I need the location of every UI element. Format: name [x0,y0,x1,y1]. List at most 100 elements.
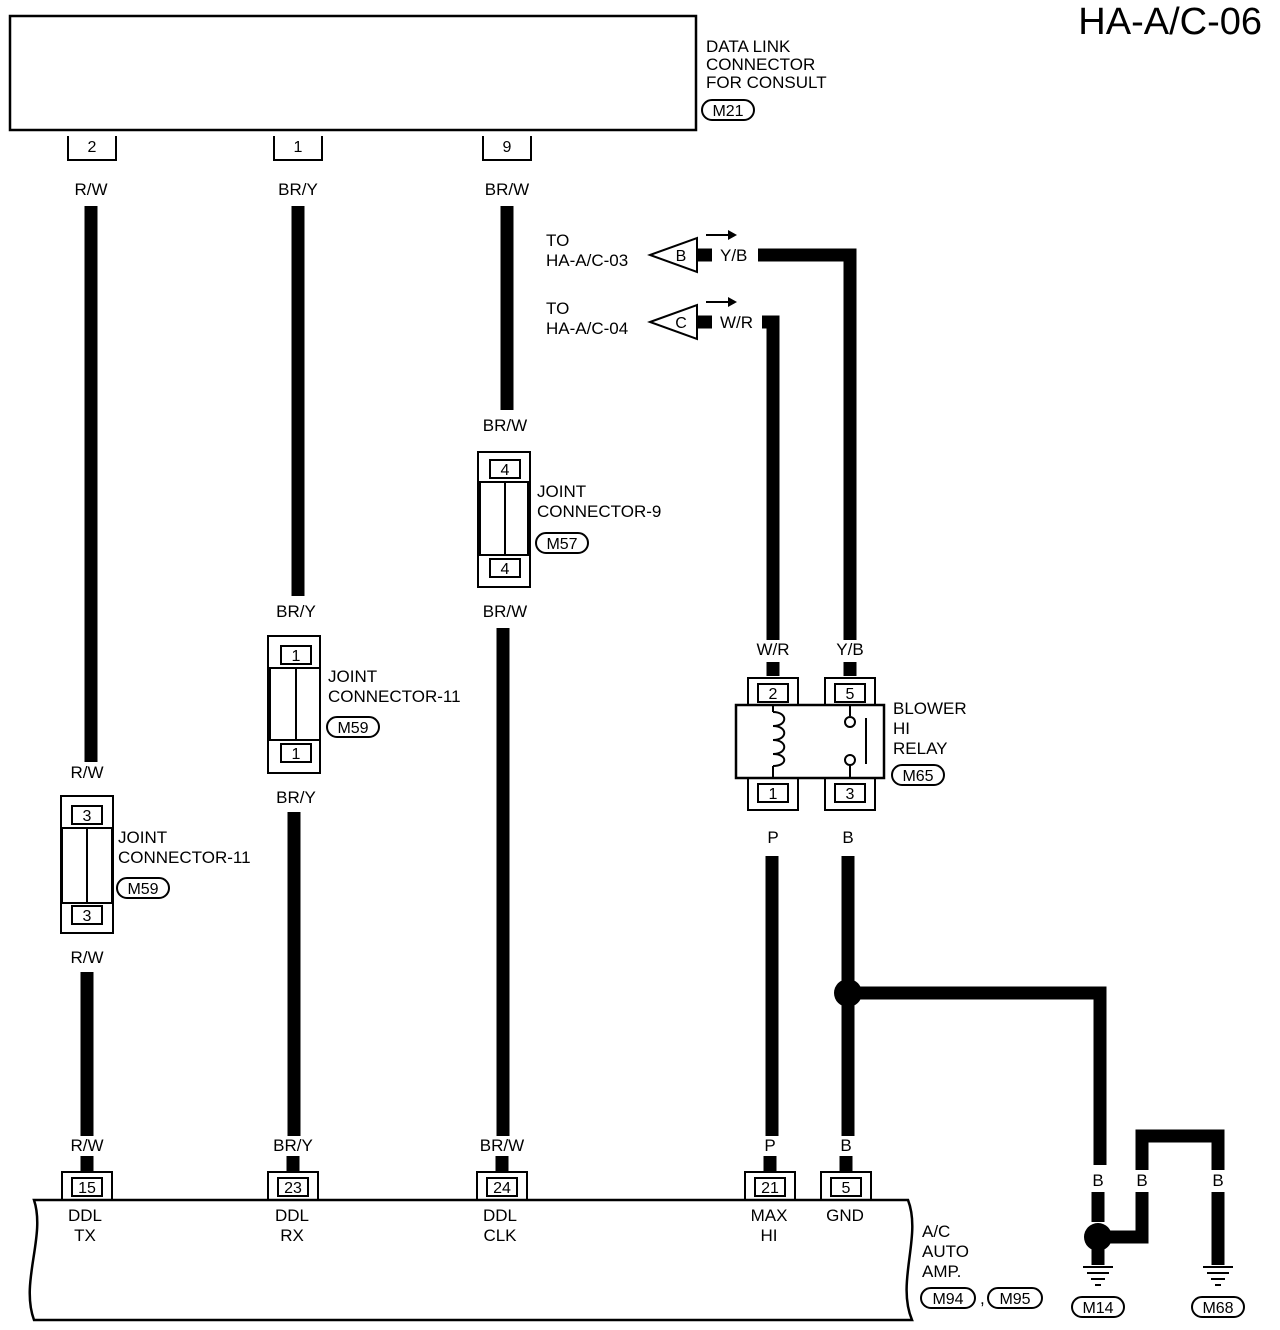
amp-b-wire-color: B [840,1136,851,1155]
ground-m68-id: M68 [1202,1300,1233,1317]
svg-text:4: 4 [501,561,510,578]
joint-tx-label-2: CONNECTOR-11 [118,848,251,867]
svg-text:3: 3 [846,786,855,803]
amp-pin-maxhi-label-1: MAX [751,1206,788,1225]
relay-id-badge [891,764,945,786]
joint-clk-id-badge [535,532,589,554]
dlc-pin-rx: 1 [273,136,323,161]
dlc-label-line-1: DATA LINK [706,37,791,56]
ref-b-flag [647,236,698,274]
dlc-pin-clk: 9 [482,136,532,161]
ref-c-to: TO [546,299,569,318]
joint-clk-id: M57 [546,536,577,553]
ground-m14-badge [1071,1296,1125,1318]
svg-text:21: 21 [761,1180,779,1197]
ref-c-flag [647,303,698,341]
ref-c-wire-color: W/R [720,313,753,332]
svg-text:4: 4 [501,462,510,479]
ref-b-to: TO [546,231,569,250]
amp-pin-tx: 15 [61,1171,113,1200]
clk-wire-color-joint-bottom: BR/W [483,602,527,621]
ground-wire-color-1: B [1092,1171,1103,1190]
tx-wire-color-joint-bottom: R/W [70,948,103,967]
amp-id-separator: , [980,1289,985,1308]
amp-p-wire-color: P [764,1136,775,1155]
joint-tx-id: M59 [127,881,158,898]
joint-rx-id-badge [326,716,380,738]
dlc-label-line-3: FOR CONSULT [706,73,827,92]
ground-m68-badge [1191,1296,1245,1318]
amp-pin-gnd: 5 [820,1171,872,1200]
joint-rx-label-1: JOINT [328,667,377,686]
joint-tx-label-1: JOINT [118,828,167,847]
relay-b-wire-color: B [842,828,853,847]
ground-m14-id: M14 [1082,1300,1113,1317]
joint-clk-label-2: CONNECTOR-9 [537,502,661,521]
amp-label-3: AMP. [922,1262,961,1281]
amp-pin-maxhi: 21 [744,1171,796,1200]
amp-pin-rx: 23 [267,1171,319,1200]
joint-rx-label-2: CONNECTOR-11 [328,687,461,706]
svg-text:1: 1 [294,139,303,156]
b-wire-to-ground [848,986,1107,1165]
amp-id-1: M94 [932,1291,963,1308]
ground-wire-color-3: B [1212,1171,1223,1190]
blower-hi-relay: 2 5 1 3 [734,677,886,811]
page-title: HA-A/C-06 [1078,1,1262,43]
amp-id-badge-2 [987,1287,1043,1309]
y-b-wire [758,248,857,640]
joint-connector-tx: 3 3 [60,795,114,934]
amp-label-1: A/C [922,1222,950,1241]
joint-clk-label-1: JOINT [537,482,586,501]
svg-text:23: 23 [284,1180,302,1197]
ground-m14-icon [1083,1266,1113,1286]
svg-text:2: 2 [769,686,778,703]
relay-label-2: HI [893,719,910,738]
tx-wire-color-top: R/W [74,180,107,199]
svg-text:1: 1 [769,786,778,803]
rx-wire-color-joint-top: BR/Y [276,602,316,621]
relay-label-3: RELAY [893,739,948,758]
clk-wire-color-bottom: BR/W [480,1136,524,1155]
dlc-pin-tx: 2 [67,136,117,161]
relay-wr-wire-color: W/R [756,640,789,659]
svg-text:1: 1 [292,648,301,665]
amp-pin-clk: 24 [476,1171,528,1200]
dlc-id-badge [701,99,755,121]
clk-wire-color-top: BR/W [485,180,529,199]
amp-pin-maxhi-label-2: HI [761,1226,778,1245]
svg-text:1: 1 [292,746,301,763]
amp-pin-tx-label-1: DDL [68,1206,102,1225]
svg-text:2: 2 [88,139,97,156]
svg-text:15: 15 [78,1180,96,1197]
relay-id: M65 [902,768,933,785]
svg-text:24: 24 [493,1180,511,1197]
joint-rx-id: M59 [337,720,368,737]
amp-pin-clk-label-2: CLK [483,1226,517,1245]
relay-contact-top-icon [844,716,856,728]
w-r-wire [762,315,780,640]
svg-text:5: 5 [842,1180,851,1197]
dlc-label-line-2: CONNECTOR [706,55,815,74]
ref-b-wire-color: Y/B [720,246,747,265]
ref-b-letter: B [676,248,687,265]
amp-pin-rx-label-2: RX [280,1226,304,1245]
ac-auto-amp-body [28,1198,914,1322]
joint-connector-clk: 4 4 [477,451,531,588]
amp-pin-clk-label-1: DDL [483,1206,517,1225]
svg-text:3: 3 [83,808,92,825]
dlc-id: M21 [712,103,743,120]
joint-connector-rx: 1 1 [267,635,321,774]
ground-m68-icon [1203,1266,1233,1286]
tx-wire-color-joint-top: R/W [70,763,103,782]
amp-id-2: M95 [999,1291,1030,1308]
svg-text:5: 5 [846,686,855,703]
svg-text:9: 9 [503,139,512,156]
rx-wire-color-top: BR/Y [278,180,318,199]
tx-wire-color-bottom: R/W [70,1136,103,1155]
relay-yb-wire-color: Y/B [836,640,863,659]
relay-label-1: BLOWER [893,699,967,718]
amp-pin-tx-label-2: TX [74,1226,96,1245]
ref-b-page: HA-A/C-03 [546,251,628,270]
